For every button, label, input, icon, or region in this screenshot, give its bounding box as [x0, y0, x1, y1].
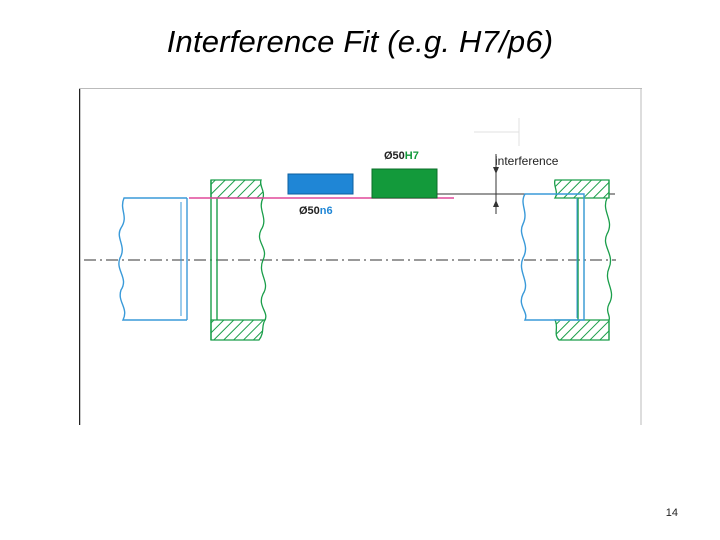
ghost-marks [474, 118, 520, 146]
interference-dimension [493, 154, 499, 214]
hole-size-label: Ø50H7 [384, 150, 419, 162]
left-hole-part [210, 179, 267, 341]
left-shaft [118, 197, 188, 321]
shaft-tolerance-zone [287, 173, 354, 195]
right-shaft [520, 193, 613, 321]
page-number: 14 [665, 507, 678, 519]
right-hole-part [553, 179, 610, 341]
figure-frame [79, 88, 642, 425]
interference-label: interference [495, 154, 559, 168]
fit-diagram: Ø50H7 Ø50n6 interference [79, 88, 642, 425]
slide-title: Interference Fit (e.g. H7/p6) [166, 24, 554, 59]
shaft-size-label: Ø50n6 [299, 205, 333, 217]
hole-tolerance-zone [371, 168, 438, 199]
